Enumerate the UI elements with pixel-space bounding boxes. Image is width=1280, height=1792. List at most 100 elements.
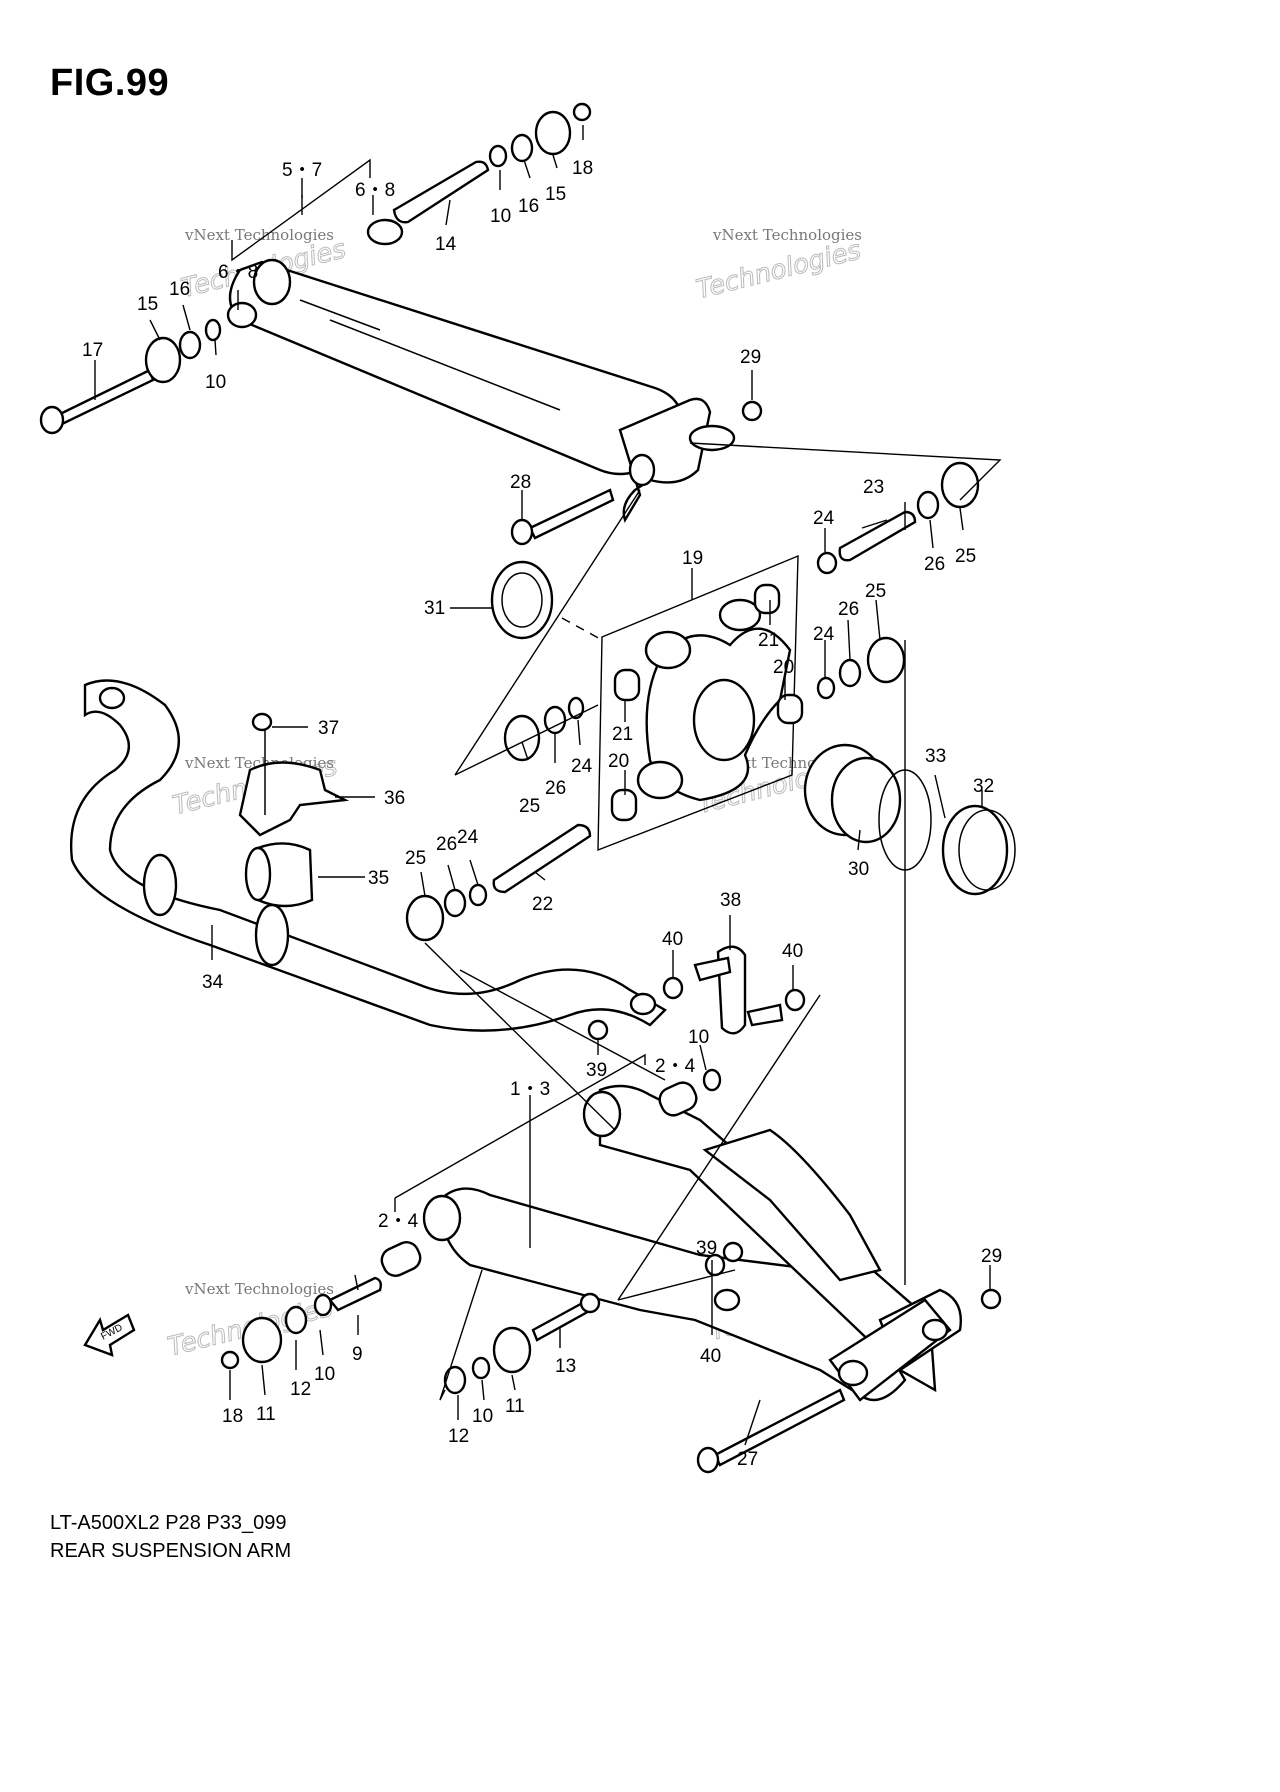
callout-33: 33 — [925, 746, 946, 767]
lower-arm-pivot-rear — [582, 1090, 622, 1138]
part-15-spacer — [144, 336, 182, 384]
part-28-bolt — [528, 488, 615, 540]
callout-25: 25 — [405, 848, 426, 869]
callout-17: 17 — [82, 340, 103, 361]
callout-labels: 5・7 6・8 6・8 14 10 16 15 18 16 15 10 17 2… — [82, 158, 1002, 1470]
callout-10: 10 — [490, 206, 511, 227]
upper-arm-tube — [228, 260, 684, 476]
part-27-bolt — [713, 1388, 846, 1467]
upper-arm-assembly — [228, 258, 736, 523]
callout-26: 26 — [436, 834, 457, 855]
part-12-washer — [284, 1305, 308, 1335]
part-25-cap — [940, 461, 980, 509]
callout-10: 10 — [205, 372, 226, 393]
callout-18: 18 — [222, 1406, 243, 1427]
callout-20: 20 — [608, 751, 629, 772]
stabilizer-end-hole — [98, 686, 126, 710]
upper-right-pin-group — [366, 102, 592, 246]
part-26-washer — [838, 658, 862, 688]
part-28-bolt-head — [510, 518, 534, 546]
callout-24: 24 — [813, 624, 835, 645]
part-37-bolt — [251, 712, 273, 732]
part-24-seal — [468, 883, 488, 907]
part-10-seal — [204, 318, 222, 342]
part-39-nut — [587, 1019, 609, 1041]
assembly-lines — [231, 158, 1002, 1401]
part-16-washer — [178, 330, 202, 360]
upper-arm-bracket — [618, 397, 712, 523]
callout-2-4: 2・4 — [655, 1056, 696, 1077]
part-34-stabilizer-bar — [69, 679, 667, 1032]
part-11-spacer — [241, 1316, 283, 1364]
stabilizer-collar — [142, 853, 178, 917]
part-20-bushing — [610, 788, 638, 822]
watermark-small: vNext Technologies — [184, 1280, 334, 1298]
callout-25: 25 — [519, 796, 540, 817]
callout-34: 34 — [202, 972, 224, 993]
part-10-seal — [313, 1293, 333, 1317]
part-17-bolt-head — [39, 405, 65, 435]
part-39-nut — [722, 1241, 744, 1263]
knuckle-upper-pin-group — [816, 461, 980, 700]
part-15-spacer — [534, 110, 572, 156]
upper-arm-bracket-lip — [688, 424, 736, 452]
watermark-small: vNext Technologies — [712, 226, 862, 244]
part-21-bushing — [753, 583, 781, 615]
stabilizer-collar — [254, 903, 290, 967]
part-32-cap — [941, 804, 1009, 896]
callout-20: 20 — [773, 657, 794, 678]
stabilizer-bar-group — [69, 679, 667, 1032]
knuckle-box — [597, 554, 799, 852]
callout-26: 26 — [545, 778, 566, 799]
callout-26: 26 — [838, 599, 859, 620]
hub-bearing-group — [803, 743, 1016, 896]
fwd-arrow-icon — [83, 1313, 136, 1357]
callout-10: 10 — [688, 1027, 709, 1048]
part-36-bracket — [238, 761, 350, 837]
part-25-cap — [503, 714, 541, 762]
part-12-washer — [443, 1365, 467, 1395]
callout-25: 25 — [955, 546, 976, 567]
knuckle-assembly — [597, 554, 804, 852]
lower-front-pivot-group — [220, 1241, 422, 1370]
callout-10: 10 — [472, 1406, 493, 1427]
part-24-seal — [816, 676, 836, 700]
callout-6-8: 6・8 — [355, 180, 395, 201]
part-18-nut — [572, 102, 592, 122]
callout-28: 28 — [510, 472, 531, 493]
upper-arm-left-collar — [252, 258, 292, 306]
part-10-seal — [488, 144, 508, 168]
callout-18: 18 — [572, 158, 593, 179]
part-25-cap — [405, 894, 445, 942]
knuckle-lower-boss — [636, 760, 684, 800]
part-27-bolt-head — [696, 1446, 720, 1474]
knuckle-upper-boss — [644, 630, 692, 670]
upper-arm-bracket-hole — [628, 453, 656, 487]
callout-15: 15 — [137, 294, 158, 315]
callout-26: 26 — [924, 554, 945, 575]
callout-15: 15 — [545, 184, 566, 205]
upper-left-bolt-group — [39, 301, 258, 435]
model-code: LT-A500XL2 P28 P33_099 — [50, 1512, 287, 1534]
callout-12: 12 — [448, 1426, 469, 1447]
part-10-seal — [471, 1356, 491, 1380]
part-30-bearing-face — [830, 756, 902, 844]
callout-19: 19 — [682, 548, 703, 569]
callout-39: 39 — [696, 1238, 717, 1259]
part-26-washer — [443, 888, 467, 918]
callout-21: 21 — [612, 724, 633, 745]
lower-arm-bracket-hole — [921, 1318, 949, 1342]
callout-40: 40 — [662, 929, 683, 950]
part-20-bushing — [776, 693, 804, 725]
callout-30: 30 — [848, 859, 869, 880]
callout-12: 12 — [290, 1379, 311, 1400]
callout-37: 37 — [318, 718, 339, 739]
callout-32: 32 — [973, 776, 994, 797]
callout-29: 29 — [981, 1246, 1002, 1267]
part-25-cap — [866, 636, 906, 684]
lower-arm-bracket-hole — [837, 1359, 869, 1387]
callout-5-7: 5・7 — [282, 160, 322, 181]
part-13-bolt-head — [579, 1292, 601, 1314]
part-24-seal — [567, 696, 585, 720]
